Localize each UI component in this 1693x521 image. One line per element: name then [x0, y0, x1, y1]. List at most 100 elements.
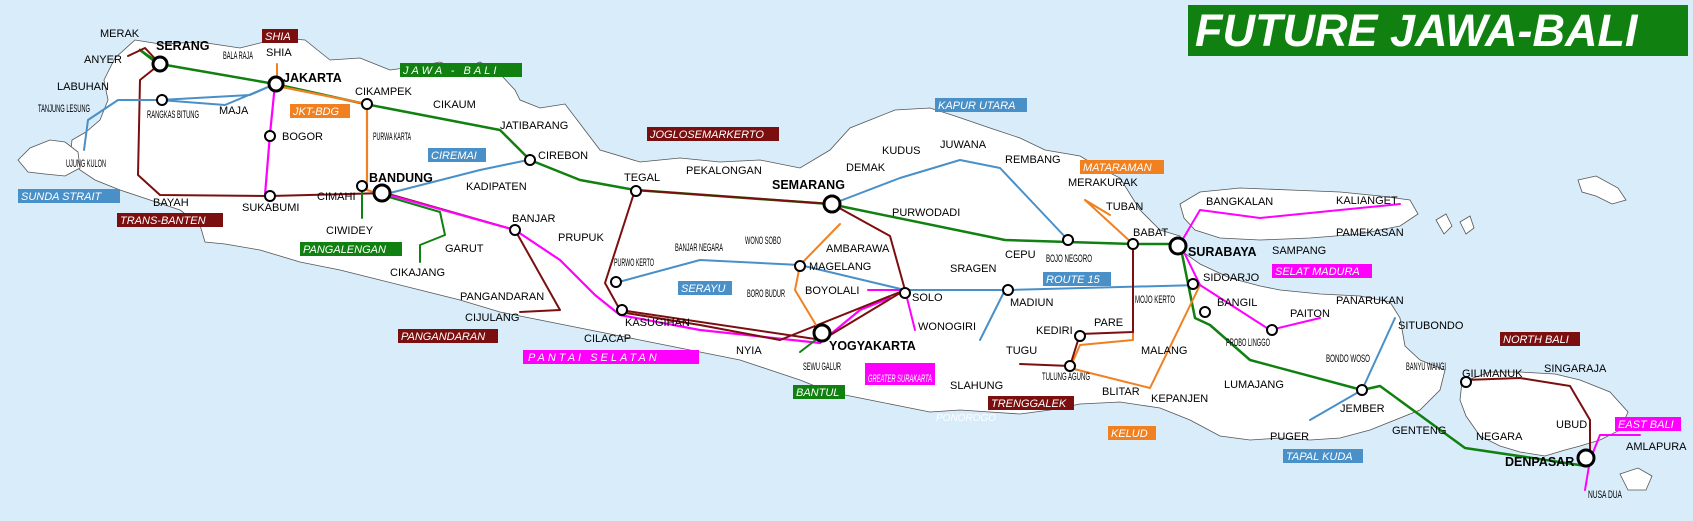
tag-tapal-kuda-bg: [1283, 449, 1363, 463]
tag-trenggalek: TRENGGALEK: [991, 398, 1067, 410]
station-jakarta: [267, 75, 285, 93]
tag-jawa-bali-bg: [400, 63, 522, 77]
tag-serayu-bg: [678, 281, 732, 295]
station-kediri: [1064, 360, 1076, 372]
small-island-1: [1435, 213, 1453, 235]
tag-mataraman: MATARAMAN: [1083, 162, 1152, 174]
station-label-anyer: ANYER: [84, 54, 122, 66]
station-label-ujung-kulon: UJUNG KULON: [66, 158, 106, 170]
city-label-denpasar: DENPASAR: [1505, 455, 1574, 469]
station-label-pangandaran: PANGANDARAN: [460, 291, 544, 303]
station-label-amlapura: AMLAPURA: [1626, 441, 1687, 453]
station-label-madiun: MADIUN: [1010, 297, 1053, 309]
tag-pangandaran: PANGANDARAN: [401, 331, 485, 343]
station-label-ambarawa: AMBARAWA: [826, 243, 890, 255]
station-solo: [899, 287, 911, 299]
station-label-bala-raja: BALA RAJA: [223, 50, 253, 62]
line-kasugihan: [619, 291, 901, 341]
line-sunda-strait: [83, 83, 276, 151]
station-label-puger: PUGER: [1270, 431, 1309, 443]
line-selat-madura: [1179, 203, 1401, 331]
tag-east-bali: EAST BALI: [1618, 419, 1674, 431]
java-island: [69, 37, 1446, 441]
tag-trans-banten: TRANS-BANTEN: [120, 215, 206, 227]
tag-selat-madura: SELAT MADURA: [1275, 266, 1360, 278]
tag-mataraman-bg: [1080, 160, 1164, 174]
line-tuban: [1084, 199, 1111, 216]
station-label-pamekasan: PAMEKASAN: [1336, 227, 1404, 239]
station-label-malang: MALANG: [1141, 345, 1187, 357]
station-label-genteng: GENTENG: [1392, 425, 1446, 437]
city-label-surabaya: SURABAYA: [1188, 245, 1257, 259]
title-background: [1188, 5, 1688, 56]
tag-jkt-bdg-bg: [290, 104, 350, 118]
line-magelang-orange: [794, 223, 841, 336]
small-island-2: [1459, 215, 1475, 235]
station-label-tulung-agung: TULUNG AGUNG: [1042, 371, 1090, 383]
tag-kapur-utara: KAPUR UTARA: [938, 100, 1015, 112]
city-label-jakarta: JAKARTA: [283, 71, 342, 85]
tag-serayu: SERAYU: [681, 283, 725, 295]
station-label-cikaum: CIKAUM: [433, 99, 476, 111]
station-bandung: [372, 183, 392, 203]
station-label-sampang: SAMPANG: [1272, 245, 1326, 257]
city-label-bandung: BANDUNG: [369, 171, 433, 185]
tag-route-15-bg: [1043, 272, 1111, 286]
station-cikampek: [361, 98, 373, 110]
line-kapur-utara: [831, 159, 1069, 241]
station-gilimanuk: [1460, 376, 1472, 388]
station-magelang: [794, 260, 806, 272]
station-label-demak: DEMAK: [846, 162, 886, 174]
tag-trenggalek-bg: [988, 396, 1074, 410]
station-label-maja: MAJA: [219, 105, 249, 117]
station-label-magelang: MAGELANG: [809, 261, 871, 273]
station-bangil: [1199, 306, 1211, 318]
station-label-bondowoso: BONDO WOSO: [1326, 353, 1370, 365]
station-label-purwodadi: PURWODADI: [892, 207, 960, 219]
station-label-cirebon: CIREBON: [538, 150, 588, 162]
tag-pangalengan: PANGALENGAN: [303, 244, 386, 256]
tag-route-15: ROUTE 15: [1046, 274, 1101, 286]
tag-trans-banten-bg: [117, 213, 223, 227]
line-ciremai: [381, 159, 529, 196]
station-label-shia: SHIA: [266, 47, 292, 59]
tag-greater-surakarta: GREATER SURAKARTA: [868, 373, 932, 385]
tag-bantul-bg: [793, 385, 845, 399]
tag-sunda-strait: SUNDA STRAIT: [21, 191, 103, 203]
station-label-bojonegoro: BOJO NEGORO: [1046, 253, 1092, 265]
line-north-bali: [1464, 377, 1591, 461]
station-label-tugu: TUGU: [1006, 345, 1037, 357]
city-label-serang: SERANG: [156, 39, 209, 53]
nusa-penida: [1619, 467, 1653, 491]
station-surabaya: [1168, 236, 1188, 256]
station-label-tuban: TUBAN: [1106, 201, 1143, 213]
station-tegal: [630, 185, 642, 197]
tag-pangalengan-bg: [300, 242, 402, 256]
tag-tapal-kuda: TAPAL KUDA: [1286, 451, 1353, 463]
station-label-blitar: BLITAR: [1102, 386, 1140, 398]
station-label-pekalongan: PEKALONGAN: [686, 165, 762, 177]
title-text: FUTURE JAWA-BALI: [1195, 5, 1639, 56]
tag-joglosemarkerto: JOGLOSEMARKERTO: [649, 129, 764, 141]
station-sukabumi: [264, 190, 276, 202]
station-semarang: [822, 194, 842, 214]
tag-jawa-bali: JAWA - BALI: [402, 65, 499, 77]
tag-selat-madura-bg: [1272, 264, 1372, 278]
station-label-cijulang: CIJULANG: [465, 312, 519, 324]
station-rangkas: [156, 94, 168, 106]
station-cimahi: [356, 180, 368, 192]
station-label-banjar-negara: BANJAR NEGARA: [675, 242, 723, 254]
station-label-sragen: SRAGEN: [950, 263, 997, 275]
kangean-island: [1577, 175, 1627, 205]
station-label-borobudur: BORO BUDUR: [747, 288, 785, 300]
station-label-tegal: TEGAL: [624, 172, 660, 184]
station-bogor: [264, 130, 276, 142]
tag-kelud: KELUD: [1111, 428, 1148, 440]
station-label-bangil: BANGIL: [1217, 297, 1257, 309]
title-block: FUTURE JAWA-BALI: [1188, 5, 1688, 56]
station-label-kediri: KEDIRI: [1036, 325, 1073, 337]
station-pare: [1074, 330, 1086, 342]
line-tapal-kuda: [1309, 317, 1396, 421]
station-label-situbondo: SITUBONDO: [1398, 320, 1464, 332]
